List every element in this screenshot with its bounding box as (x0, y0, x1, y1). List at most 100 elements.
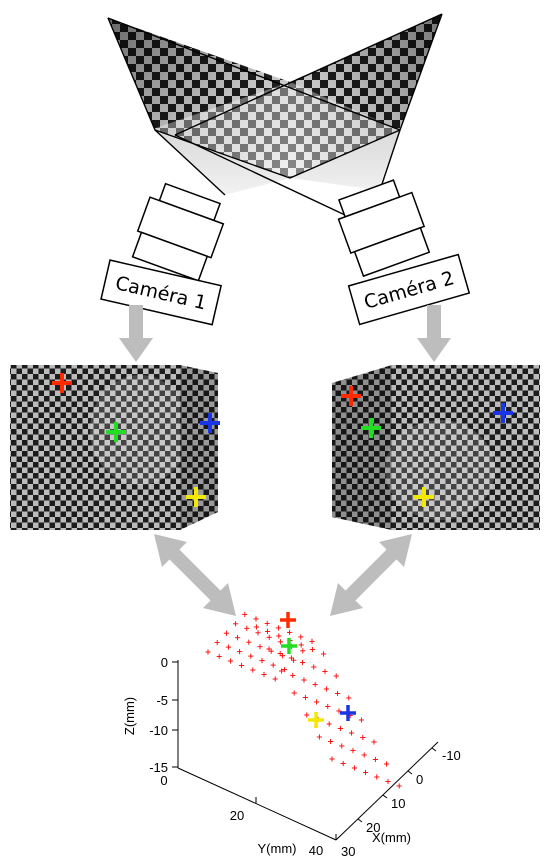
point-marker (288, 655, 294, 661)
z-tick-3: -15 (149, 760, 168, 775)
point-marker (346, 695, 352, 701)
point-marker (237, 649, 243, 655)
z-tick-2: -10 (149, 723, 168, 738)
point-marker (261, 671, 267, 678)
arrow-camera-1-to-image (119, 305, 153, 362)
point-marker (351, 765, 357, 771)
point-marker (323, 686, 329, 692)
x-tick-1: 0 (416, 772, 423, 787)
point-marker (372, 756, 378, 763)
x-tick-0: -10 (442, 748, 461, 763)
point-marker (301, 677, 307, 683)
point-marker (350, 747, 356, 754)
plot-yellow-marker (308, 712, 324, 728)
point-marker (371, 739, 377, 745)
calibration-target-scene (107, 13, 443, 216)
point-marker (326, 721, 332, 727)
camera-1-green-marker (106, 422, 126, 442)
point-marker (277, 650, 283, 657)
double-arrow-right (330, 534, 412, 616)
x-tick-4: 30 (341, 844, 355, 857)
point-marker (298, 634, 304, 640)
point-marker (268, 648, 274, 654)
point-marker (233, 621, 239, 627)
point-marker (253, 624, 259, 630)
point-marker (311, 664, 317, 670)
point-marker (270, 662, 276, 668)
point-marker (316, 734, 322, 740)
point-marker (277, 639, 283, 645)
z-tick-0: 0 (161, 655, 168, 670)
z-axis-label: Z(mm) (122, 697, 137, 735)
point-marker (264, 620, 270, 626)
point-marker (336, 708, 342, 714)
point-marker (337, 725, 343, 732)
point-marker (309, 638, 315, 644)
point-marker (313, 699, 320, 705)
point-marker (348, 730, 355, 736)
point-marker (264, 628, 271, 635)
point-marker (360, 734, 366, 741)
point-marker (361, 752, 367, 758)
point-marker (248, 653, 254, 659)
camera-1-image (10, 365, 218, 530)
point-marker (281, 667, 287, 673)
point-marker (257, 644, 263, 650)
image-markers (52, 373, 513, 507)
point-marker (333, 673, 339, 679)
point-marker (329, 756, 335, 762)
point-marker (304, 712, 310, 718)
point-marker (309, 646, 315, 653)
camera-2-yellow-marker (414, 487, 434, 507)
y-tick-0: 0 (160, 773, 167, 788)
point-marker (266, 634, 272, 640)
point-marker (279, 653, 285, 659)
point-marker (253, 616, 259, 622)
point-marker (298, 642, 304, 648)
plot-red-marker (280, 612, 296, 628)
point-marker (246, 639, 252, 645)
point-marker (385, 778, 391, 785)
point-marker (205, 649, 211, 655)
point-marker (396, 783, 402, 789)
y-axis-label: Y(mm) (258, 841, 297, 856)
point-marker (325, 703, 331, 710)
camera-1-red-marker (52, 373, 72, 393)
camera-2: Caméra 2 (337, 179, 471, 326)
point-marker (312, 681, 318, 688)
camera-2-blue-marker (493, 403, 513, 423)
point-marker (383, 761, 390, 767)
reconstructed-points (205, 611, 402, 789)
plot-blue-marker (340, 705, 356, 721)
point-marker (259, 658, 265, 664)
point-marker (291, 657, 297, 663)
camera-2-image (332, 365, 540, 530)
y-tick-1: 20 (230, 808, 244, 823)
point-marker (244, 625, 250, 631)
point-marker (340, 760, 346, 767)
x-axis-label: X(mm) (372, 830, 411, 845)
point-marker (266, 646, 272, 652)
plot-green-marker (281, 638, 297, 654)
z-tick-1: -5 (156, 693, 168, 708)
point-marker (275, 625, 281, 631)
camera-2-green-marker (361, 418, 381, 438)
x-tick-2: 10 (391, 796, 405, 811)
y-tick-2: 40 (309, 843, 323, 857)
plot-axes (172, 660, 439, 841)
point-marker (327, 738, 334, 745)
double-arrow-left (154, 534, 236, 616)
point-marker (225, 644, 231, 650)
point-marker (339, 743, 345, 749)
field-of-view-region (155, 130, 400, 195)
reconstruction-markers (280, 612, 356, 728)
point-marker (374, 774, 380, 780)
point-marker (299, 659, 306, 666)
point-marker (272, 676, 278, 682)
point-marker (320, 651, 327, 657)
point-marker (239, 662, 245, 669)
point-marker (287, 629, 293, 635)
point-marker (276, 633, 282, 639)
arrow-camera-2-to-image (417, 305, 451, 362)
